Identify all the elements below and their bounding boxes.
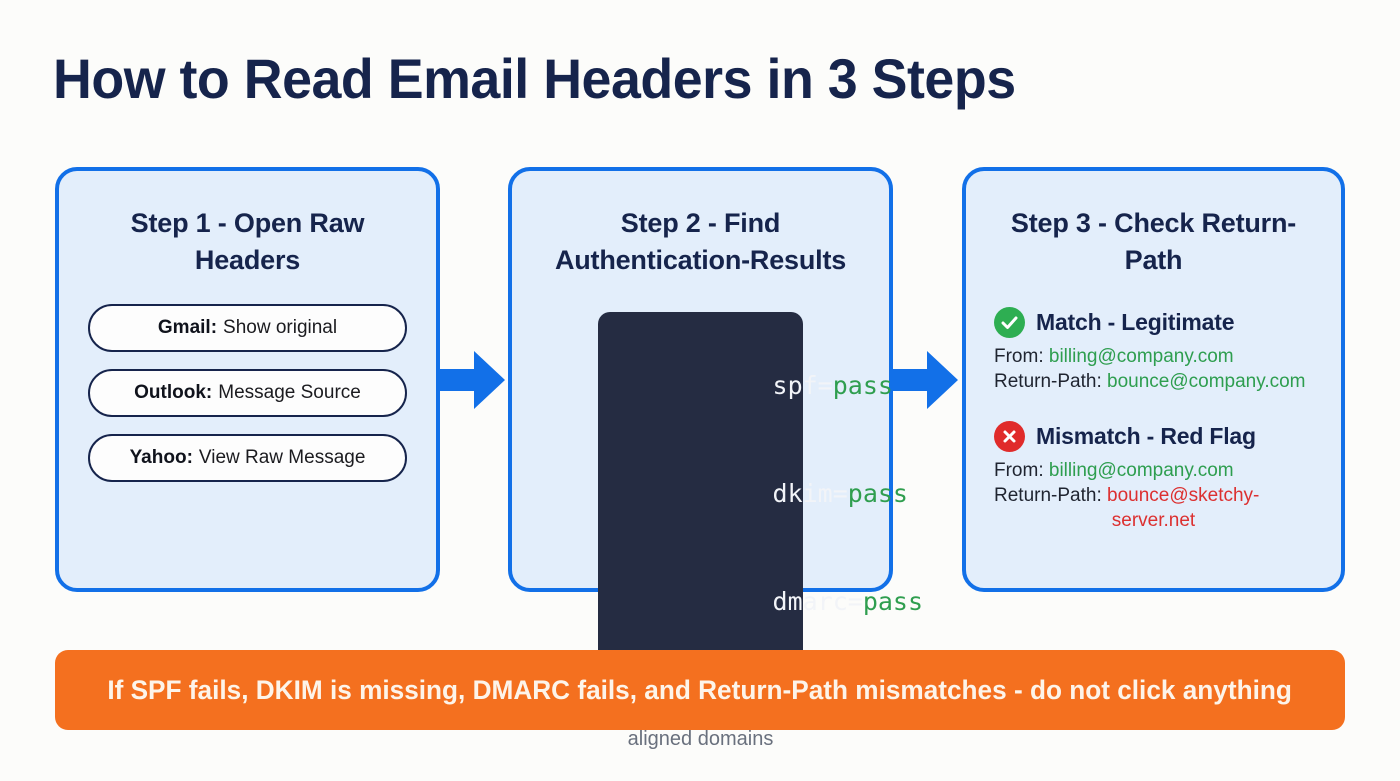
result-match-returnpath-line: Return-Path: bounce@company.com <box>994 369 1313 394</box>
step-card-2: Step 2 - Find Authentication-Results spf… <box>508 167 923 750</box>
result-mismatch-lines: From: billing@company.com Return-Path: b… <box>994 458 1313 533</box>
step-3-heading: Step 3 - Check Return-Path <box>1010 208 1297 275</box>
result-match-head: Match - Legitimate <box>994 307 1313 338</box>
auth-results-code-block: spf=pass dkim=pass dmarc=pass <box>598 312 924 678</box>
result-match-from-value: billing@company.com <box>1048 346 1234 367</box>
result-match-from-label: From: <box>994 346 1044 367</box>
code-line-dkim: dkim=pass <box>598 440 908 548</box>
result-match-returnpath-value: bounce@company.com <box>1107 371 1306 392</box>
result-mismatch-title: Mismatch - Red Flag <box>1036 423 1256 449</box>
warning-banner-text: If SPF fails, DKIM is missing, DMARC fai… <box>107 674 1293 705</box>
pill-outlook-label: Outlook: <box>134 382 213 403</box>
return-path-results: Match - Legitimate From: billing@company… <box>966 307 1341 533</box>
step-card-1: Step 1 - Open Raw Headers Gmail: Show or… <box>55 167 440 592</box>
code-line-dmarc: dmarc=pass <box>598 548 924 656</box>
page-title: How to Read Email Headers in 3 Steps <box>53 47 1016 110</box>
step-1-heading: Step 1 - Open Raw Headers <box>130 208 365 275</box>
code-key-dkim: dkim= <box>772 479 848 508</box>
pill-gmail[interactable]: Gmail: Show original <box>88 304 407 352</box>
x-circle-icon <box>994 421 1025 452</box>
check-circle-icon <box>994 307 1025 338</box>
step-card-3: Step 3 - Check Return-Path Match - Legit… <box>962 167 1345 592</box>
result-block-mismatch: Mismatch - Red Flag From: billing@compan… <box>994 421 1313 533</box>
step-2-heading: Step 2 - Find Authentication-Results <box>554 208 847 275</box>
result-match-returnpath-label: Return-Path: <box>994 371 1102 392</box>
result-mismatch-returnpath-label: Return-Path: <box>994 485 1102 506</box>
result-mismatch-head: Mismatch - Red Flag <box>994 421 1313 452</box>
result-mismatch-from-line: From: billing@company.com <box>994 458 1313 483</box>
auth-results-code-wrap: spf=pass dkim=pass dmarc=pass <box>512 312 924 678</box>
result-match-lines: From: billing@company.com Return-Path: b… <box>994 344 1313 394</box>
result-match-from-line: From: billing@company.com <box>994 344 1313 369</box>
result-mismatch-returnpath-line: Return-Path: bounce@sketchy- <box>994 483 1313 508</box>
warning-banner: If SPF fails, DKIM is missing, DMARC fai… <box>55 650 1345 730</box>
pill-yahoo-action: View Raw Message <box>198 447 366 468</box>
email-client-pill-list: Gmail: Show original Outlook: Message So… <box>59 304 436 482</box>
pill-yahoo[interactable]: Yahoo: View Raw Message <box>88 434 407 482</box>
result-match-title: Match - Legitimate <box>1036 309 1235 335</box>
result-block-match: Match - Legitimate From: billing@company… <box>994 307 1313 394</box>
arrow-step2-to-step3-icon <box>891 349 959 411</box>
result-mismatch-returnpath-value: bounce@sketchy- <box>1107 485 1260 506</box>
code-key-dmarc: dmarc= <box>772 587 863 616</box>
result-mismatch-returnpath-value-wrap: server.net <box>1111 510 1196 531</box>
code-value-dmarc: pass <box>862 587 924 616</box>
code-value-spf: pass <box>832 371 893 400</box>
pill-gmail-label: Gmail: <box>157 317 218 338</box>
code-key-spf: spf= <box>772 371 833 400</box>
code-line-spf: spf=pass <box>598 332 893 440</box>
result-mismatch-from-value: billing@company.com <box>1048 460 1234 481</box>
pill-gmail-action: Show original <box>223 317 338 338</box>
result-mismatch-from-label: From: <box>994 460 1044 481</box>
arrow-step1-to-step2-icon <box>438 349 506 411</box>
pill-outlook-action: Message Source <box>218 382 361 403</box>
code-value-dkim: pass <box>847 479 908 508</box>
pill-yahoo-label: Yahoo: <box>129 447 193 468</box>
pill-outlook[interactable]: Outlook: Message Source <box>88 369 407 417</box>
